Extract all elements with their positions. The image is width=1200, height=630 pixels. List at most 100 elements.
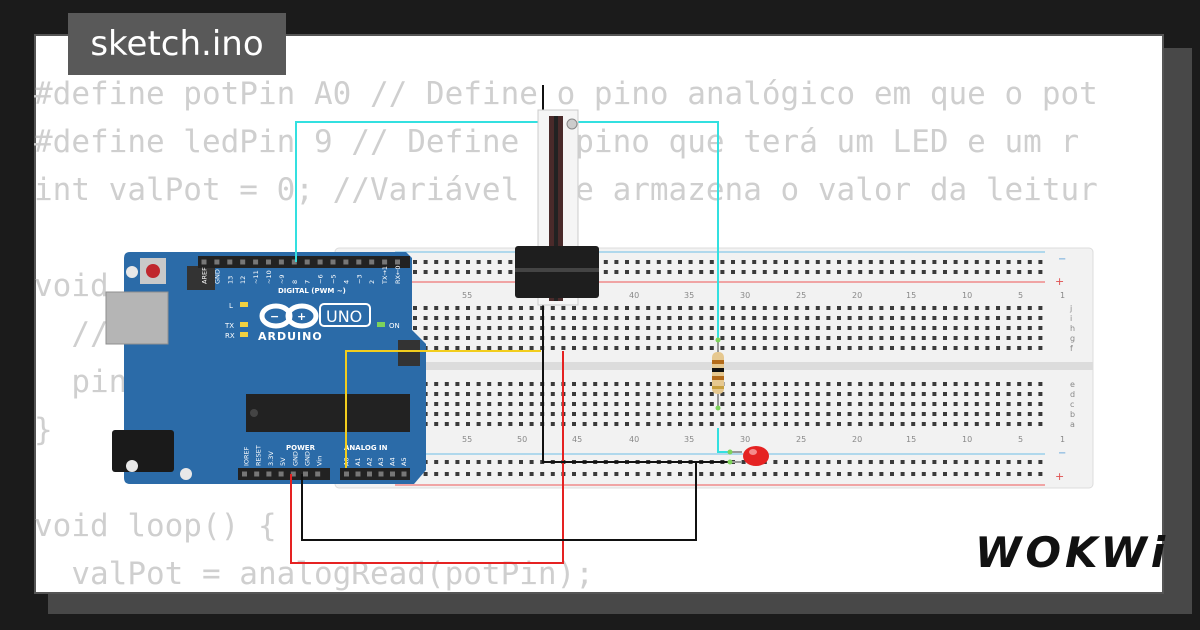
icsp2-header	[398, 340, 420, 366]
arduino-logo: − +	[259, 303, 319, 329]
resistor[interactable]	[712, 337, 724, 411]
wire-red	[290, 351, 564, 564]
wire-cyan	[295, 121, 719, 340]
code-line: void loop() {	[34, 508, 277, 544]
column-number: 1	[1060, 291, 1065, 300]
code-line: }	[34, 412, 53, 448]
rail-minus-top: −	[1058, 254, 1066, 265]
digital-pin-label: ~3	[355, 274, 363, 284]
column-number: 35	[684, 435, 694, 444]
on-label: ON	[389, 322, 400, 330]
power-pin-label: 3.3V	[267, 451, 275, 466]
analog-header[interactable]	[340, 468, 410, 480]
column-number: 25	[796, 291, 806, 300]
atmega-chip	[246, 394, 410, 432]
row-letter: g	[1070, 334, 1075, 343]
analog-pin-label: A2	[366, 457, 374, 466]
row-letter: a	[1070, 420, 1075, 429]
file-tab[interactable]: sketch.ino	[68, 13, 286, 75]
column-number: 20	[852, 291, 862, 300]
row-letter: e	[1070, 380, 1075, 389]
column-number: 55	[462, 435, 472, 444]
digital-pin-label: AREF	[201, 267, 209, 284]
digital-pin-label: ~5	[330, 274, 338, 284]
column-number: 40	[629, 291, 639, 300]
row-letter: d	[1070, 390, 1075, 399]
power-pin-label: 5V	[279, 457, 287, 466]
analog-pin-label: A4	[389, 457, 397, 466]
usb-port	[105, 291, 169, 345]
l-label: L	[229, 302, 233, 310]
power-pin-label: RESET	[255, 445, 263, 466]
analog-header-label: ANALOG IN	[344, 444, 388, 452]
digital-pin-label: ~10	[265, 270, 273, 284]
column-number: 10	[962, 435, 972, 444]
column-number: 10	[962, 291, 972, 300]
power-pin-label: Vin	[316, 456, 324, 466]
digital-header-label: DIGITAL (PWM ~)	[278, 287, 346, 295]
digital-pin-label: RX←0	[394, 265, 402, 284]
digital-pin-label: 13	[226, 276, 234, 284]
rail-minus-bottom: −	[1058, 448, 1066, 459]
power-pin-label: IOREF	[243, 446, 251, 466]
column-number: 5	[1018, 291, 1023, 300]
arduino-uno-board[interactable]: AREF GND 13 12 ~11 ~10 ~9 8 7 ~6 ~5 4 ~3 2 TX→1 RX←0 DI…	[105, 252, 426, 484]
tx-label: TX	[224, 322, 234, 330]
digital-header[interactable]	[198, 256, 410, 268]
column-number: 30	[740, 435, 750, 444]
wokwi-logo: WOKWi	[975, 528, 1170, 577]
power-pin-labels: IOREF RESET 3.3V 5V GND GND Vin	[243, 445, 324, 466]
digital-pin-label: 4	[342, 280, 350, 284]
digital-pin-label: 8	[291, 280, 299, 284]
wire-black-gnd	[301, 462, 697, 541]
red-led[interactable]	[727, 446, 770, 466]
column-number: 40	[629, 435, 639, 444]
brand-label: ARDUINO	[258, 330, 323, 343]
digital-pin-label: 2	[368, 280, 376, 284]
column-number: 50	[517, 435, 527, 444]
row-letter: i	[1070, 314, 1072, 323]
digital-pin-label: TX→1	[381, 266, 389, 285]
power-pin-label: GND	[291, 451, 299, 466]
column-number: 35	[684, 291, 694, 300]
rx-label: RX	[225, 332, 235, 340]
digital-pin-labels: AREF GND 13 12 ~11 ~10 ~9 8 7 ~6 ~5 4 ~3 2 TX→1 RX←0	[201, 265, 403, 285]
analog-pin-label: A1	[354, 457, 362, 466]
row-letter: b	[1070, 410, 1075, 419]
row-letter: j	[1069, 304, 1072, 313]
code-line: valPot = analogRead(potPin);	[34, 556, 594, 592]
rail-plus-bottom: +	[1055, 470, 1064, 483]
row-letter: f	[1070, 344, 1073, 353]
wires[interactable]	[290, 85, 740, 564]
column-number: 30	[740, 291, 750, 300]
code-line: int valPot = 0; //Variável que armazena …	[34, 172, 1098, 208]
code-line: #define potPin A0 // Define o pino analó…	[34, 76, 1098, 112]
power-header[interactable]	[238, 468, 330, 480]
digital-pin-label: 12	[239, 276, 247, 284]
column-number: 15	[906, 435, 916, 444]
column-number: 45	[572, 435, 582, 444]
digital-pin-label: ~6	[317, 274, 325, 284]
wire-yellow	[345, 350, 541, 468]
column-number: 55	[462, 291, 472, 300]
digital-pin-label: ~9	[278, 274, 286, 284]
row-letter: c	[1070, 400, 1074, 409]
digital-pin-label: GND	[213, 269, 221, 284]
power-jack	[112, 430, 174, 472]
svg-text:+: +	[297, 310, 306, 323]
rail-plus-top: +	[1055, 275, 1064, 288]
row-letter: h	[1070, 324, 1075, 333]
column-number: 5	[1018, 435, 1023, 444]
icsp-header	[187, 266, 215, 290]
power-pin-label: GND	[304, 451, 312, 466]
analog-pin-label: A3	[377, 457, 385, 466]
slide-potentiometer[interactable]	[515, 109, 599, 306]
analog-pin-label: A5	[400, 457, 408, 466]
column-number: 20	[852, 435, 862, 444]
column-number: 15	[906, 291, 916, 300]
digital-pin-label: ~11	[252, 270, 260, 284]
column-number: 25	[796, 435, 806, 444]
digital-pin-label: 7	[304, 280, 312, 284]
